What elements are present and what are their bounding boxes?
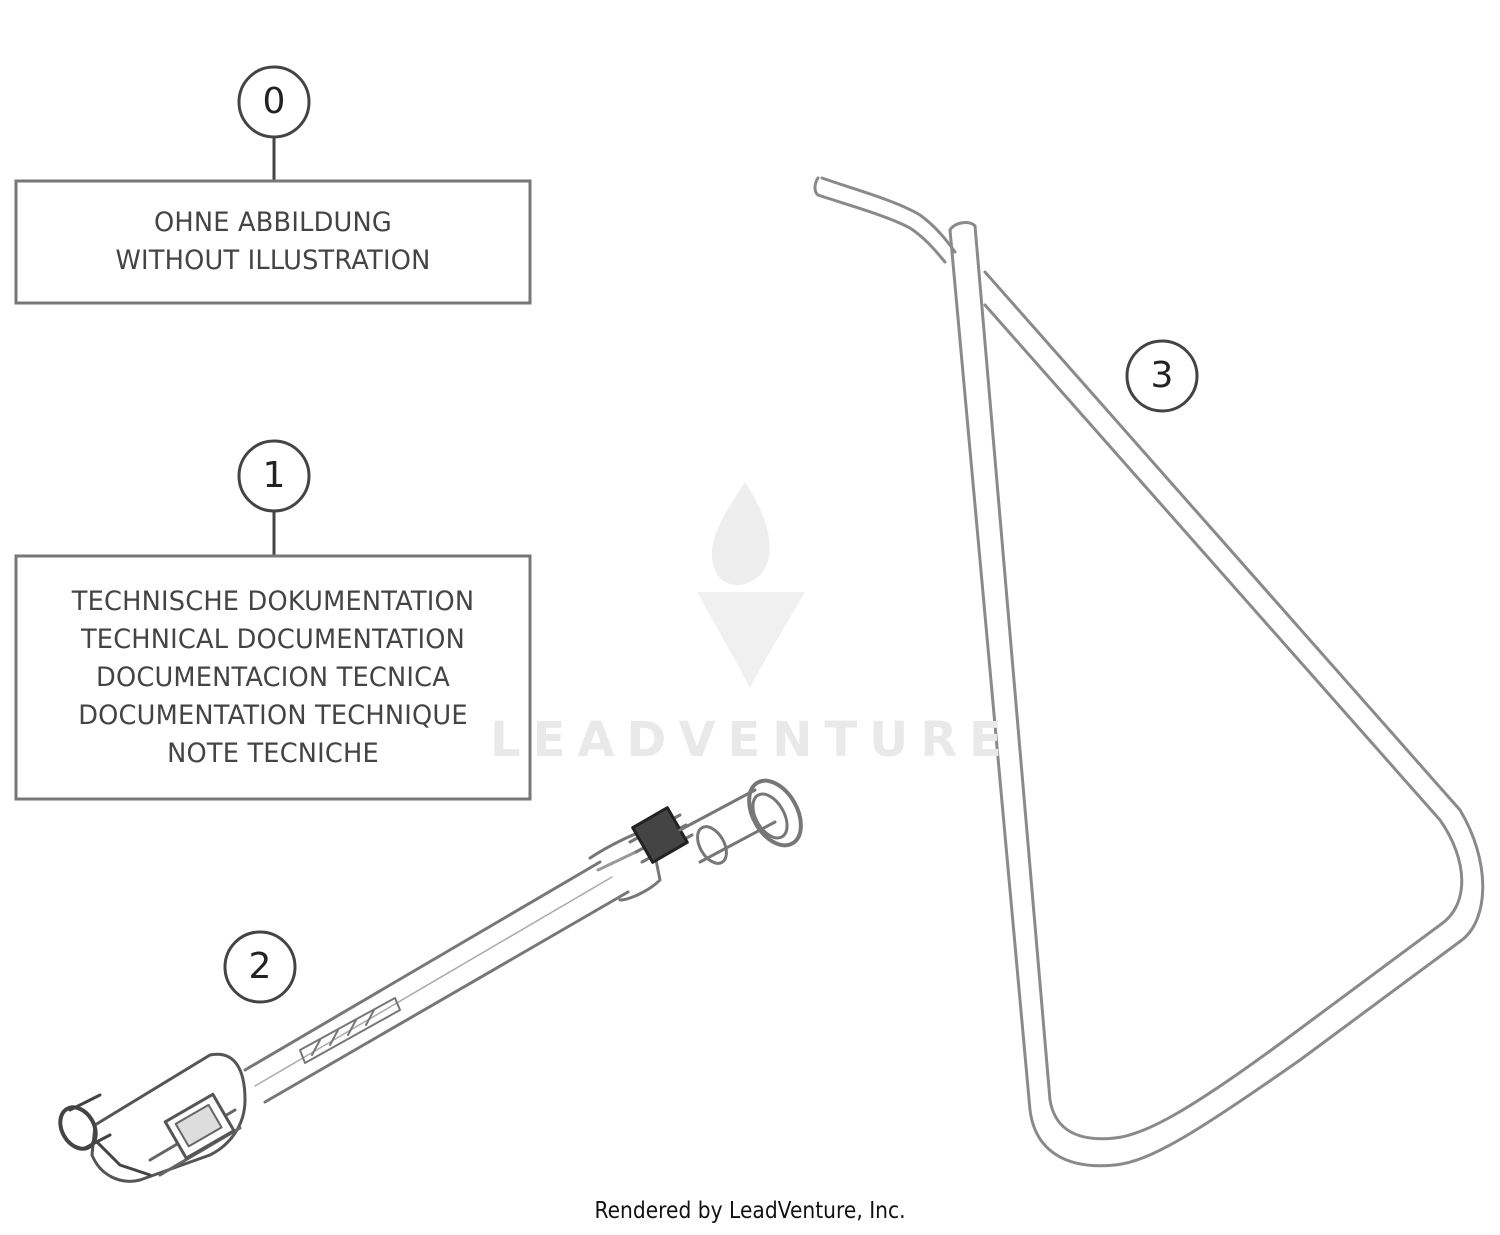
box-0-label: OHNE ABBILDUNG WITHOUT ILLUSTRATION: [29, 204, 517, 280]
callout-number-0: 0: [262, 81, 286, 122]
callout-2: [223, 930, 297, 1004]
footer-credit: Rendered by LeadVenture, Inc.: [594, 1198, 906, 1224]
box-1-line: NOTE TECNICHE: [167, 738, 379, 769]
callout-0: [237, 65, 311, 181]
box-1-line: DOCUMENTATION TECHNIQUE: [78, 700, 468, 731]
box-item-0: [14, 179, 532, 305]
callout-3: [1125, 339, 1199, 413]
side-stand-part: [813, 176, 1485, 1168]
leadventure-logo-watermark: [697, 482, 805, 688]
callout-1: [237, 439, 311, 556]
callout-number-2: 2: [248, 946, 272, 987]
box-1-line: TECHNICAL DOCUMENTATION: [80, 624, 466, 655]
box-0-line: OHNE ABBILDUNG: [154, 207, 392, 238]
callout-number-3: 3: [1150, 355, 1174, 396]
box-0-line: WITHOUT ILLUSTRATION: [115, 245, 431, 276]
tire-pump-part: [58, 778, 803, 1183]
callout-number-1: 1: [262, 455, 286, 496]
box-1-label: TECHNISCHE DOKUMENTATION TECHNICAL DOCUM…: [29, 583, 517, 773]
box-item-1: [14, 554, 532, 801]
watermark-text: LEADVENTURE: [490, 712, 1014, 768]
box-1-line: DOCUMENTACION TECNICA: [96, 662, 450, 693]
box-1-line: TECHNISCHE DOKUMENTATION: [71, 586, 475, 617]
